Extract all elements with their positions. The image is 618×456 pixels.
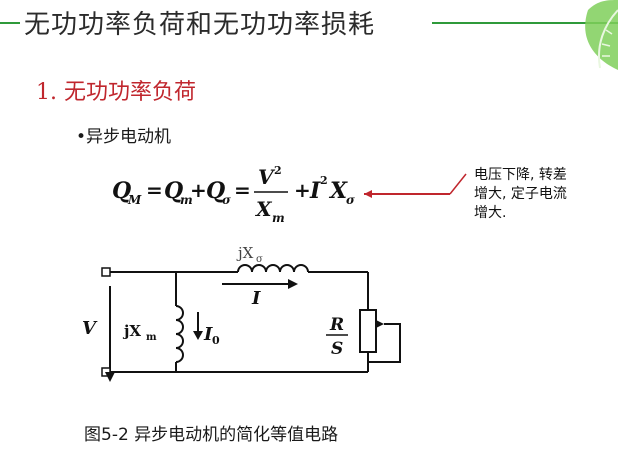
formula-plus2: + [294, 178, 311, 202]
rs-numerator: R [329, 315, 344, 335]
circuit-diagram: jX σ I V jX m I 0 R S [82, 244, 401, 382]
resistor-wiper-wire [368, 323, 401, 363]
formula-i-sub: σ [346, 193, 355, 207]
formula-lhs-sub: M [127, 193, 142, 207]
formula-plus1: + [190, 178, 207, 202]
title-rule-right [432, 22, 618, 24]
wiper-arrow-icon [376, 320, 384, 328]
formula-lhs-q: Q [112, 178, 131, 204]
current-label: I [251, 288, 261, 309]
mag-reactance-label: jX [122, 322, 141, 340]
mag-reactance-sub: m [146, 332, 157, 343]
formula: Q M = Q m + Q σ = V 2 X m + I 2 X σ [112, 164, 467, 225]
i0-sub: 0 [212, 334, 220, 347]
formula-qm-q: Q [164, 178, 183, 204]
pointer-arrow-icon [364, 190, 372, 198]
page-title: 无功功率负荷和无功功率损耗 [24, 10, 376, 40]
voltage-label: V [82, 318, 98, 339]
formula-frac-den-x: X [254, 197, 273, 221]
reactance-sub: σ [256, 254, 263, 265]
variable-resistor-icon [359, 309, 377, 353]
formula-i: I [309, 178, 321, 204]
formula-eq2: = [234, 178, 251, 202]
formula-i-sup: 2 [320, 174, 328, 187]
current-arrow-head-icon [288, 279, 298, 289]
side-note-line2: 增大, 定子电流 [474, 186, 567, 202]
reactance-label: jX [236, 244, 254, 262]
series-inductor-icon [237, 264, 309, 273]
formula-eq1: = [146, 178, 163, 202]
terminal-top [101, 267, 111, 277]
formula-frac-num-sup: 2 [274, 164, 282, 177]
formula-qm-sub: m [180, 193, 193, 207]
i0-label: I [203, 324, 213, 345]
leaf-decoration-icon [585, 0, 618, 70]
title-bar: 无功功率负荷和无功功率损耗 [0, 0, 618, 44]
voltage-arrow-head-icon [105, 372, 115, 382]
formula-qs-sub: σ [222, 193, 231, 207]
pointer-tick [449, 173, 467, 195]
formula-i-x: X [328, 178, 348, 204]
bullet-item: •异步电动机 [76, 127, 172, 147]
formula-qs-q: Q [206, 178, 225, 204]
rs-denominator: S [331, 339, 343, 359]
side-note-line1: 电压下降, 转差 [474, 167, 567, 183]
i0-arrow-head-icon [193, 331, 203, 340]
shunt-inductor-icon [175, 305, 184, 363]
section-heading: 1. 无功功率负荷 [36, 80, 196, 105]
side-note-line3: 增大. [474, 205, 507, 221]
figure-caption: 图5-2 异步电动机的简化等值电路 [84, 425, 339, 445]
formula-frac-den-sub: m [272, 211, 285, 225]
side-note: 电压下降, 转差 增大, 定子电流 增大. [474, 166, 594, 223]
title-rule-left [0, 22, 20, 24]
formula-frac-num-v: V [258, 165, 276, 189]
